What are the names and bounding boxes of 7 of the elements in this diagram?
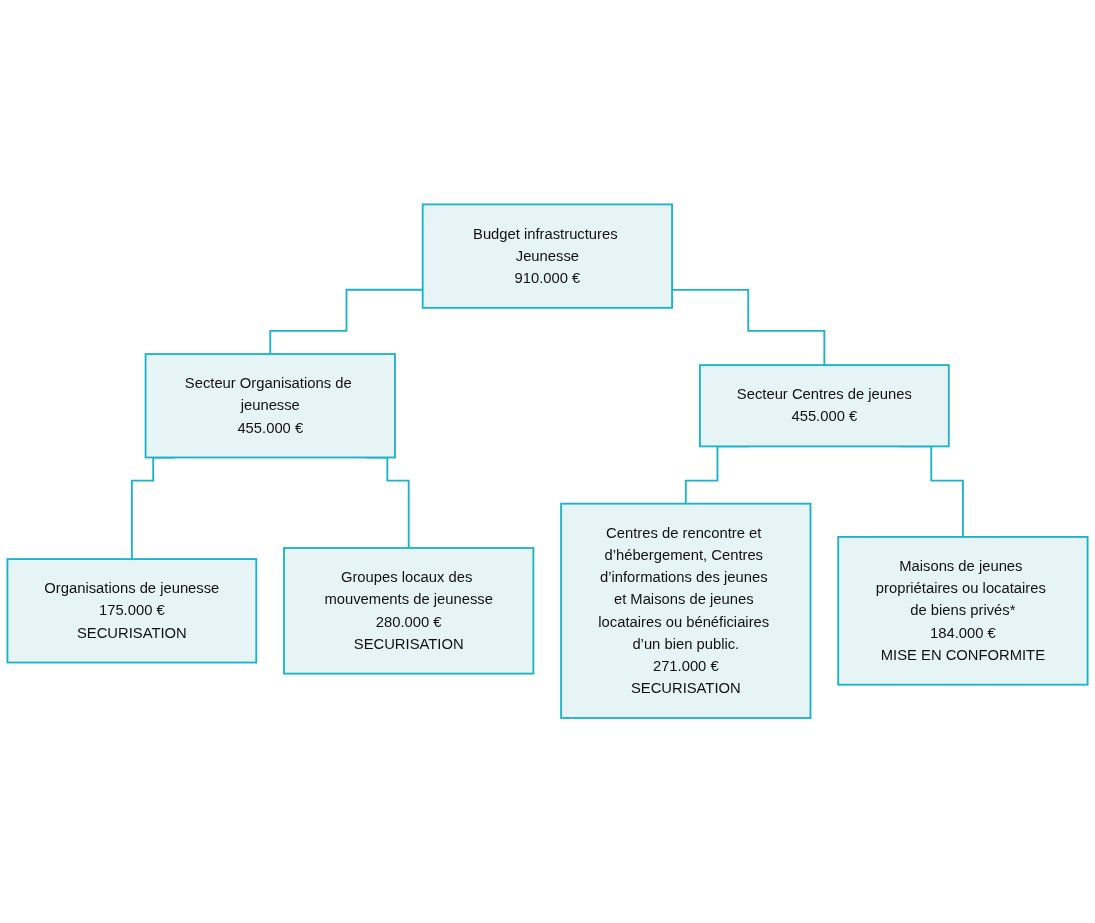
node-box: Centres de rencontre et d’hébergement, Centres d’informations des jeunes et Maisons de jeunes locataires ou bénéficiaires d’un bien public. 271.000 € SECURISATION: [560, 503, 812, 720]
node-box: Groupes locaux des mouvements de jeunesse 280.000 € SECURISATION: [283, 547, 535, 675]
node-box: Secteur Centres de jeunes 455.000 €: [699, 364, 950, 448]
node-box: Secteur Organisations de jeunesse 455.000 €: [144, 353, 396, 459]
node-box: Organisations de jeunesse 175.000 € SECURISATION: [6, 558, 258, 664]
node-box: Maisons de jeunes propriétaires ou locataires de biens privés* 184.000 € MISE EN CONFORMITE: [837, 536, 1089, 686]
node-box: Budget infrastructures Jeunesse 910.000 €: [421, 203, 673, 310]
